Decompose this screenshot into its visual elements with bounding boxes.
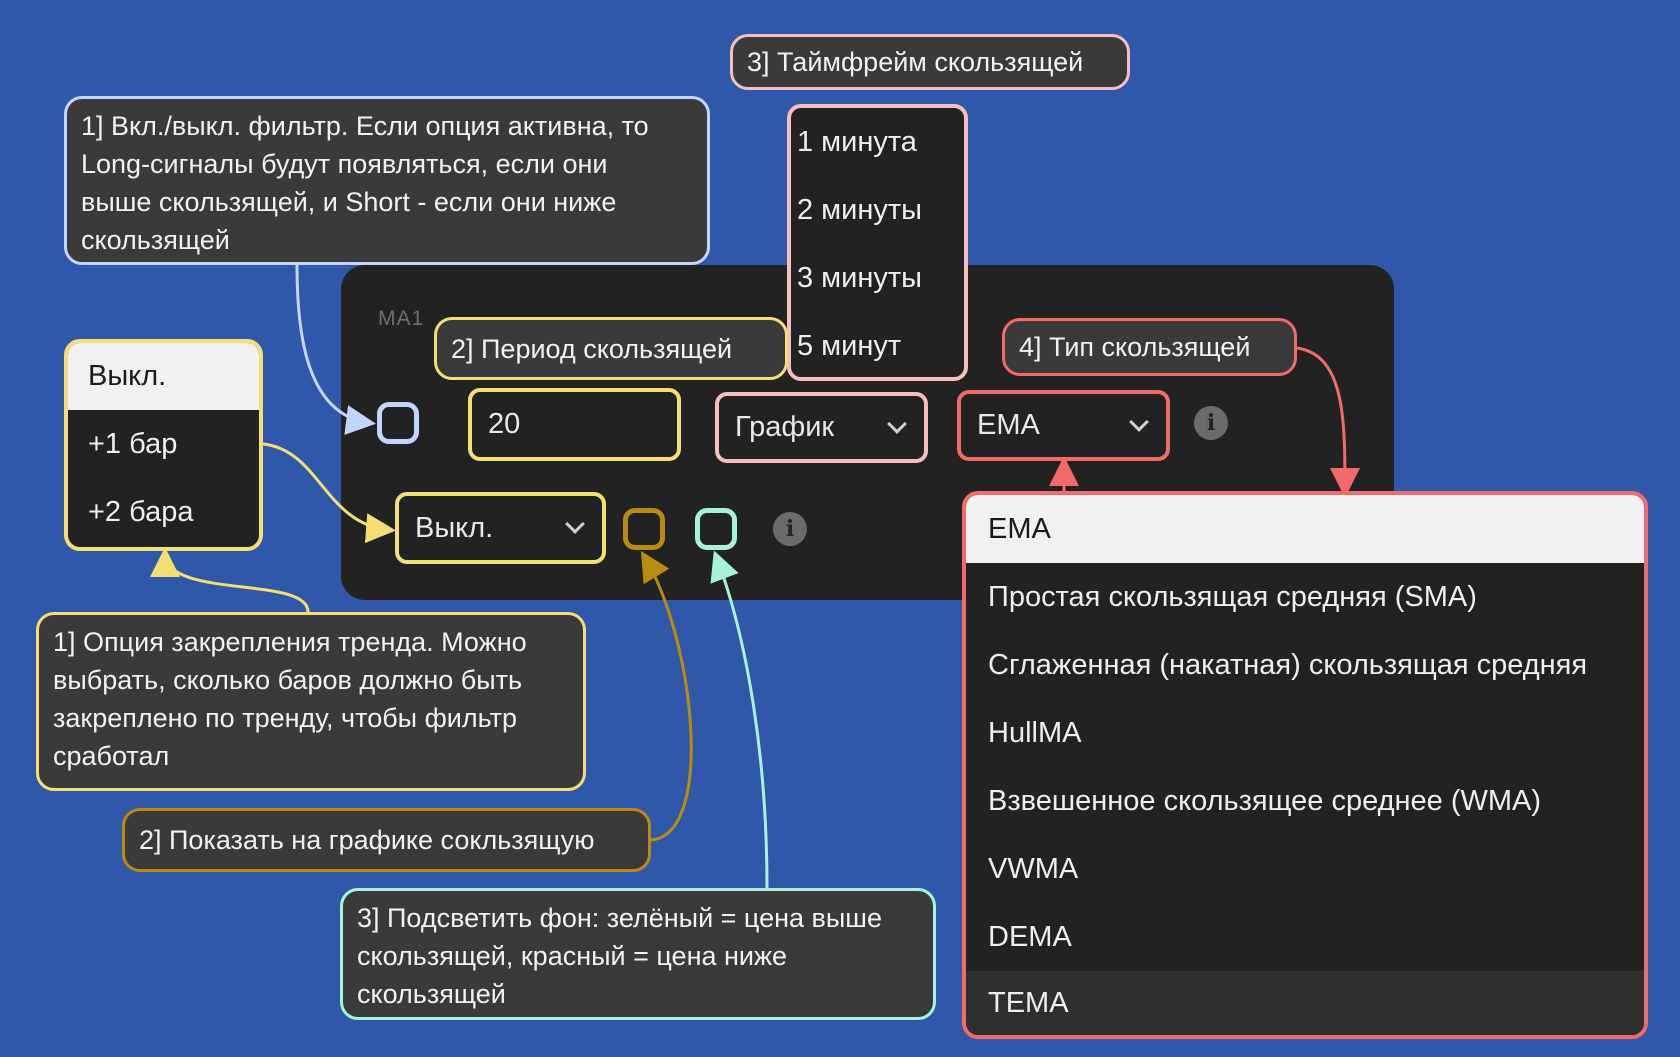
timeframe-option[interactable]: 1 минута: [797, 125, 917, 158]
trend-lock-option[interactable]: +2 бара: [88, 495, 194, 528]
callout-show-on-chart: 2] Показать на графике сокльзящую: [122, 808, 651, 872]
ma-type-option[interactable]: HullMA: [988, 716, 1082, 749]
trend-lock-select[interactable]: Выкл.: [395, 492, 606, 564]
callout-highlight-bg: 3] Подсветить фон: зелёный = цена выше с…: [340, 888, 936, 1020]
ma-type-value: EMA: [977, 409, 1040, 441]
panel-label: MA1: [378, 307, 425, 330]
connector-trend-lock-menu: [262, 442, 396, 544]
connector-filter-toggle: [295, 264, 376, 435]
connector-ma-type-menu: [1296, 346, 1360, 498]
info-icon[interactable]: i: [1194, 406, 1228, 440]
trend-lock-menu: Выкл. +1 бар +2 бара: [64, 339, 263, 551]
period-input[interactable]: 20: [468, 388, 681, 461]
chevron-down-icon: [565, 514, 585, 534]
connector-show-on-chart: [640, 550, 693, 842]
ma-type-option[interactable]: Сглаженная (накатная) скользящая средняя: [988, 648, 1588, 681]
connector-trend-lock-callout: [150, 547, 310, 613]
info-icon[interactable]: i: [773, 512, 807, 546]
chevron-down-icon: [1129, 411, 1149, 432]
callout-ma-type: 4] Тип скользящей: [1002, 318, 1297, 376]
timeframe-select[interactable]: График: [715, 392, 928, 463]
trend-lock-option[interactable]: Выкл.: [68, 343, 259, 410]
chevron-down-icon: [887, 413, 907, 434]
period-value: 20: [488, 408, 521, 440]
filter-toggle-checkbox[interactable]: [377, 402, 419, 444]
ma-type-option[interactable]: EMA: [966, 495, 1644, 563]
callout-trend-lock: 1] Опция закрепления тренда. Можно выбра…: [36, 612, 586, 791]
show-on-chart-checkbox[interactable]: [623, 508, 665, 550]
connector-highlight-bg: [710, 550, 769, 889]
ma-type-option[interactable]: DEMA: [988, 920, 1072, 953]
timeframe-option[interactable]: 3 минуты: [797, 261, 922, 294]
ma-type-option[interactable]: Простая скользящая средняя (SMA): [988, 580, 1477, 613]
timeframe-menu: 1 минута 2 минуты 3 минуты 5 минут: [787, 104, 968, 381]
trend-lock-option[interactable]: +1 бар: [88, 427, 178, 460]
highlight-bg-checkbox[interactable]: [695, 508, 737, 550]
callout-timeframe: 3] Таймфрейм скользящей: [730, 34, 1130, 90]
callout-filter-toggle: 1] Вкл./выкл. фильтр. Если опция активна…: [64, 96, 710, 265]
timeframe-option[interactable]: 5 минут: [797, 329, 902, 362]
trend-lock-value: Выкл.: [415, 511, 494, 544]
ma-type-menu: EMA Простая скользящая средняя (SMA) Сгл…: [962, 491, 1648, 1039]
ma-type-option[interactable]: Взвешенное скользящее среднее (WMA): [988, 784, 1542, 817]
timeframe-value: График: [735, 411, 835, 443]
callout-period: 2] Период скользящей: [434, 317, 788, 380]
ma-type-option[interactable]: TEMA: [966, 971, 1644, 1035]
ma-type-select[interactable]: EMA: [957, 390, 1170, 461]
timeframe-option[interactable]: 2 минуты: [797, 193, 922, 226]
ma-type-option[interactable]: VWMA: [988, 852, 1079, 885]
